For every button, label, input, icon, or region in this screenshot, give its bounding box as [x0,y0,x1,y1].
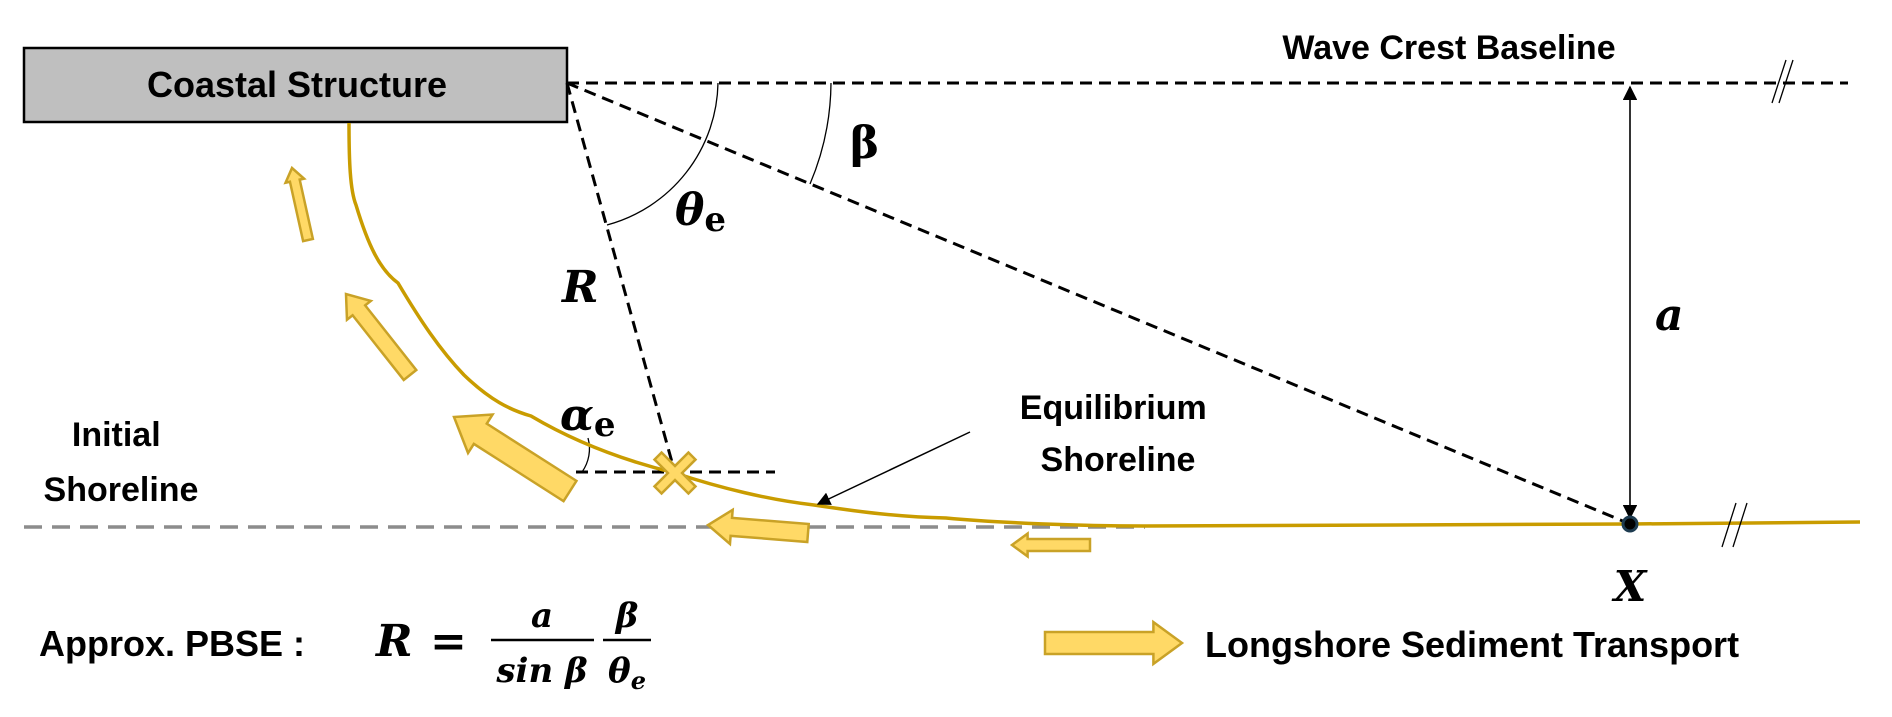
formula-num2: β [614,596,639,636]
radius-label: R [560,262,599,313]
transport-arrow-icon [283,165,315,243]
beta-label: β [850,118,879,169]
diffraction-line [566,81,1631,526]
formula-equals: = [430,616,467,667]
beta-arc [809,82,832,185]
pbse-formula: Approx. PBSE : R = a sin β β θe [39,596,651,695]
alpha-arc [581,437,591,473]
equilibrium-shoreline-label: Equilibrium Shoreline [1020,389,1216,479]
equilibrium-shoreline [347,122,1861,528]
transport-arrow-icon [705,507,811,547]
wave-crest-baseline-label: Wave Crest Baseline [1282,29,1615,67]
legend-transport-arrow-icon [1043,619,1185,667]
break-mark-icon [1771,59,1794,104]
coastal-structure: Coastal Structure [22,46,569,124]
theta-arc [606,82,719,226]
transport-arrow-icon [344,292,419,382]
formula-lhs: R [374,616,413,667]
point-x-marker [1621,515,1639,533]
formula-den1: sin β [495,651,587,691]
equilibrium-pointer-arrow [816,431,971,505]
formula-den2: θe [608,651,646,695]
legend-arrow-shape [1043,619,1185,667]
formula-num1: a [531,596,553,636]
transport-arrow-icon [452,413,579,503]
initial-shoreline-label: Initial Shoreline [44,416,199,509]
radius-line [565,82,677,474]
theta-e-label: θe [675,185,726,240]
point-x-label: X [1611,562,1648,611]
distance-a-label: a [1655,290,1684,341]
transport-arrow-icon [1009,531,1092,559]
transport-arrows [283,165,1092,559]
legend-label: Longshore Sediment Transport [1205,624,1739,665]
formula-prefix: Approx. PBSE : [39,623,305,664]
tangent-point-cross-icon [652,450,698,496]
legend: Longshore Sediment Transport [1043,619,1739,667]
alpha-e-label: αe [560,390,616,445]
coastal-structure-label: Coastal Structure [147,64,447,105]
break-mark-icon [1721,502,1748,548]
